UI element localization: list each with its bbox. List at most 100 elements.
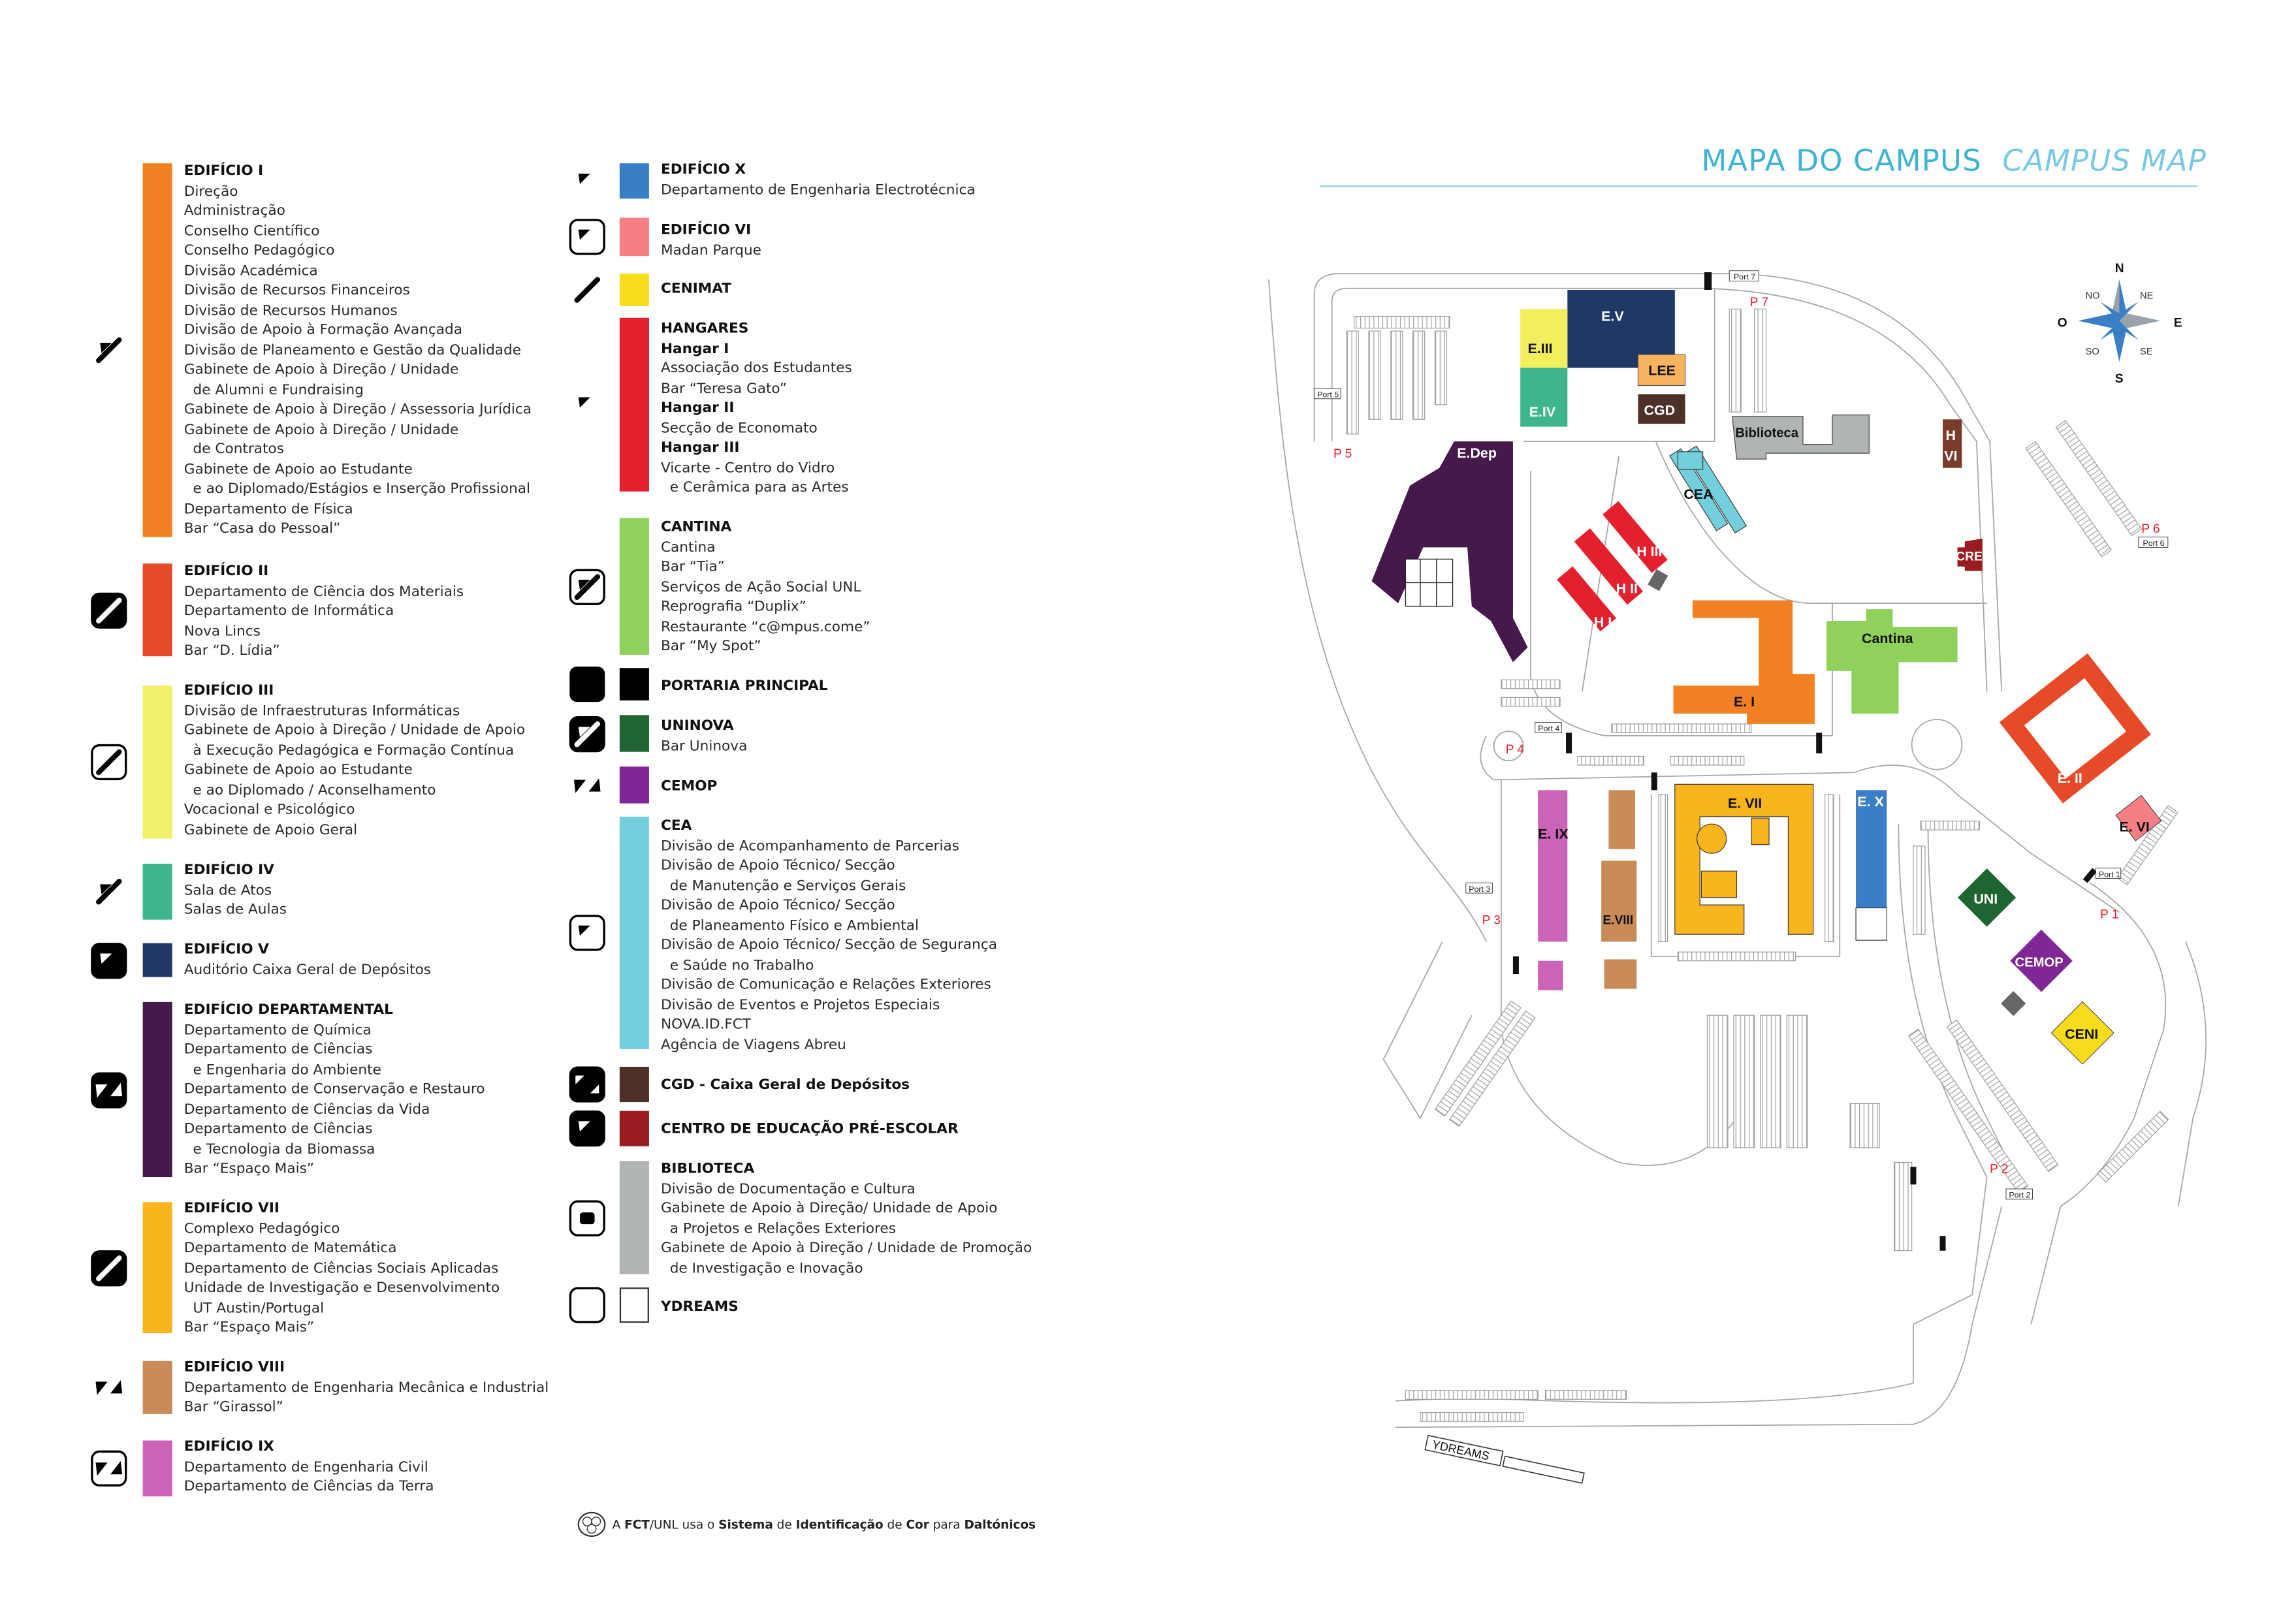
title-pt: MAPA DO CAMPUS [1701, 142, 1982, 178]
building-hangar-iii[interactable]: H III [1602, 501, 1668, 573]
parking-lots [1346, 308, 2178, 1422]
label-e-ix: E. IX [1538, 827, 1569, 842]
footer-text: A FCT/UNL usa o Sistema de Identificação… [613, 1517, 1036, 1532]
legend-color-swatch [142, 685, 172, 839]
legend-line: Bar “Espaço Mais” [183, 1161, 315, 1178]
building-cgd[interactable]: CGD [1638, 394, 1685, 424]
legend-line: Gabinete de Apoio ao Estudante [183, 762, 413, 779]
building-e-iv[interactable]: E.IV [1520, 368, 1568, 427]
parking-labels: P 1 P 2 P 3 P 4 P 5 P 6 P 7 [1333, 296, 2160, 1176]
legend-color-swatch [619, 715, 649, 752]
building-e-viii[interactable]: E.VIII [1601, 790, 1637, 989]
add-teal-icon [89, 873, 128, 911]
building-e-vii[interactable]: E. VII [1674, 783, 1814, 935]
compass-s: S [2115, 372, 2124, 386]
add-purple-icon [568, 766, 607, 804]
legend-line: Divisão de Documentação e Cultura [660, 1180, 916, 1197]
legend-line: Divisão de Recursos Humanos [183, 302, 398, 319]
add-dark-red-icon [568, 1109, 607, 1148]
building-e-dep[interactable]: E.Dep [1371, 441, 1528, 663]
legend-line: Divisão de Infraestruturas Informáticas [183, 702, 460, 719]
label-e-x: E. X [1857, 794, 1884, 810]
label-h-ii: H II [1616, 580, 1638, 596]
label-e-iv: E.IV [1529, 404, 1556, 420]
legend-line: Bar “Teresa Gato” [660, 380, 788, 397]
legend-line: Gabinete de Apoio ao Estudante [183, 461, 413, 478]
legend-line: Departamento de Engenharia Civil [183, 1458, 428, 1475]
building-e-x[interactable]: E. X [1855, 790, 1887, 941]
legend-title: EDIFÍCIO DEPARTAMENTAL [183, 1001, 393, 1018]
port-5-label: Port 5 [1314, 388, 1341, 400]
legend-line: Salas de Aulas [183, 902, 287, 919]
legend-line: Bar “Girassol” [183, 1399, 283, 1416]
legend-line: Hangar II [660, 400, 735, 417]
building-e-i[interactable]: E. I [1673, 600, 1815, 724]
legend-color-swatch [619, 317, 649, 492]
legend-line: Secção de Economato [660, 420, 818, 437]
label-h-iii: H III [1636, 544, 1662, 559]
legend-line: Sala de Atos [183, 882, 272, 898]
legend-line: Conselho Pedagógico [183, 242, 335, 259]
legend-line: Departamento de Química [183, 1022, 372, 1039]
legend-line: Bar “Espaço Mais” [183, 1319, 315, 1336]
legend-line: Cantina [660, 539, 716, 556]
legend-color-swatch [142, 1440, 172, 1497]
add-brown-icon [568, 1065, 607, 1104]
legend-title: YDREAMS [660, 1299, 739, 1316]
building-ceni[interactable]: CENI [2050, 1001, 2114, 1065]
label-e-viii: E.VIII [1602, 913, 1633, 927]
building-h-vi[interactable]: HVI [1943, 419, 1962, 468]
legend-line: à Execução Pedagógica e Formação Contínu… [183, 742, 515, 759]
building-lee[interactable]: LEE [1637, 354, 1686, 386]
building-e-ii[interactable]: E. II [1999, 653, 2151, 804]
svg-text:Port 7: Port 7 [1734, 272, 1755, 281]
label-biblioteca: Biblioteca [1735, 426, 1799, 440]
legend-line: Divisão de Comunicação e Relações Exteri… [660, 977, 991, 994]
legend-title: UNINOVA [660, 717, 734, 734]
compass-ne: NE [2140, 291, 2154, 302]
label-ydreams: YDREAMS [1431, 1438, 1490, 1462]
legend-line: Vocacional e Psicológico [183, 802, 355, 819]
footer-segment: FCT [624, 1517, 650, 1532]
building-uni[interactable]: UNI [1958, 868, 2017, 927]
svg-text:Port 2: Port 2 [2009, 1191, 2030, 1200]
building-biblioteca[interactable]: Biblioteca [1731, 414, 1870, 460]
legend-line: Bar “Casa do Pessoal” [183, 520, 341, 537]
colour-id-footer: A FCT/UNL usa o Sistema de Identificação… [577, 1511, 1036, 1538]
building-e-iii[interactable]: E.III [1520, 309, 1568, 368]
building-hangar-i[interactable]: H I [1557, 566, 1617, 632]
building-e-ix[interactable]: E. IX [1538, 790, 1569, 990]
label-cgd: CGD [1644, 403, 1675, 418]
label-h-i: H I [1594, 614, 1612, 630]
add-black-icon [568, 665, 607, 704]
legend-color-swatch [142, 943, 172, 977]
add-green-icon [568, 567, 607, 606]
title-divider [1320, 185, 2197, 187]
legend-line: Hangar III [660, 439, 740, 456]
label-lee: LEE [1648, 363, 1676, 379]
port-labels: Port 1 Port 2 Port 3 Port 4 Port 5 Port … [1314, 270, 2169, 1200]
building-cre[interactable]: CRE [1956, 538, 1983, 571]
legend-color-swatch [142, 1361, 172, 1414]
building-cea[interactable]: CEA [1669, 441, 1747, 541]
building-cemop[interactable]: CEMOP [2010, 929, 2073, 992]
legend-line: e ao Diplomado/Estágios e Inserção Profi… [183, 481, 531, 497]
legend-line: Direção [183, 183, 238, 200]
legend-line: Gabinete de Apoio à Direção / Unidade de… [183, 722, 526, 739]
legend-color-swatch [619, 274, 649, 306]
building-e-vi[interactable]: E. VI [2115, 795, 2162, 842]
building-hangar-ii[interactable]: H II [1574, 528, 1644, 605]
building-ydreams[interactable]: YDREAMS [1424, 1434, 1585, 1484]
legend-line: Unidade de Investigação e Desenvolviment… [183, 1280, 500, 1297]
add-magenta-icon [89, 1449, 128, 1488]
label-e-vi: E. VI [2119, 819, 2149, 834]
building-cantina[interactable]: Cantina [1826, 609, 1958, 714]
compass-rose: N S E O NO NE SO SE [2058, 262, 2182, 386]
legend-line: Divisão de Apoio Técnico/ Secção [660, 897, 895, 914]
footer-segment: Daltónicos [964, 1517, 1036, 1532]
label-vi: VI [1944, 448, 1957, 464]
legend-color-swatch [142, 863, 172, 920]
legend-color-swatch [619, 816, 649, 1049]
legend-title: EDIFÍCIO X [660, 161, 746, 178]
